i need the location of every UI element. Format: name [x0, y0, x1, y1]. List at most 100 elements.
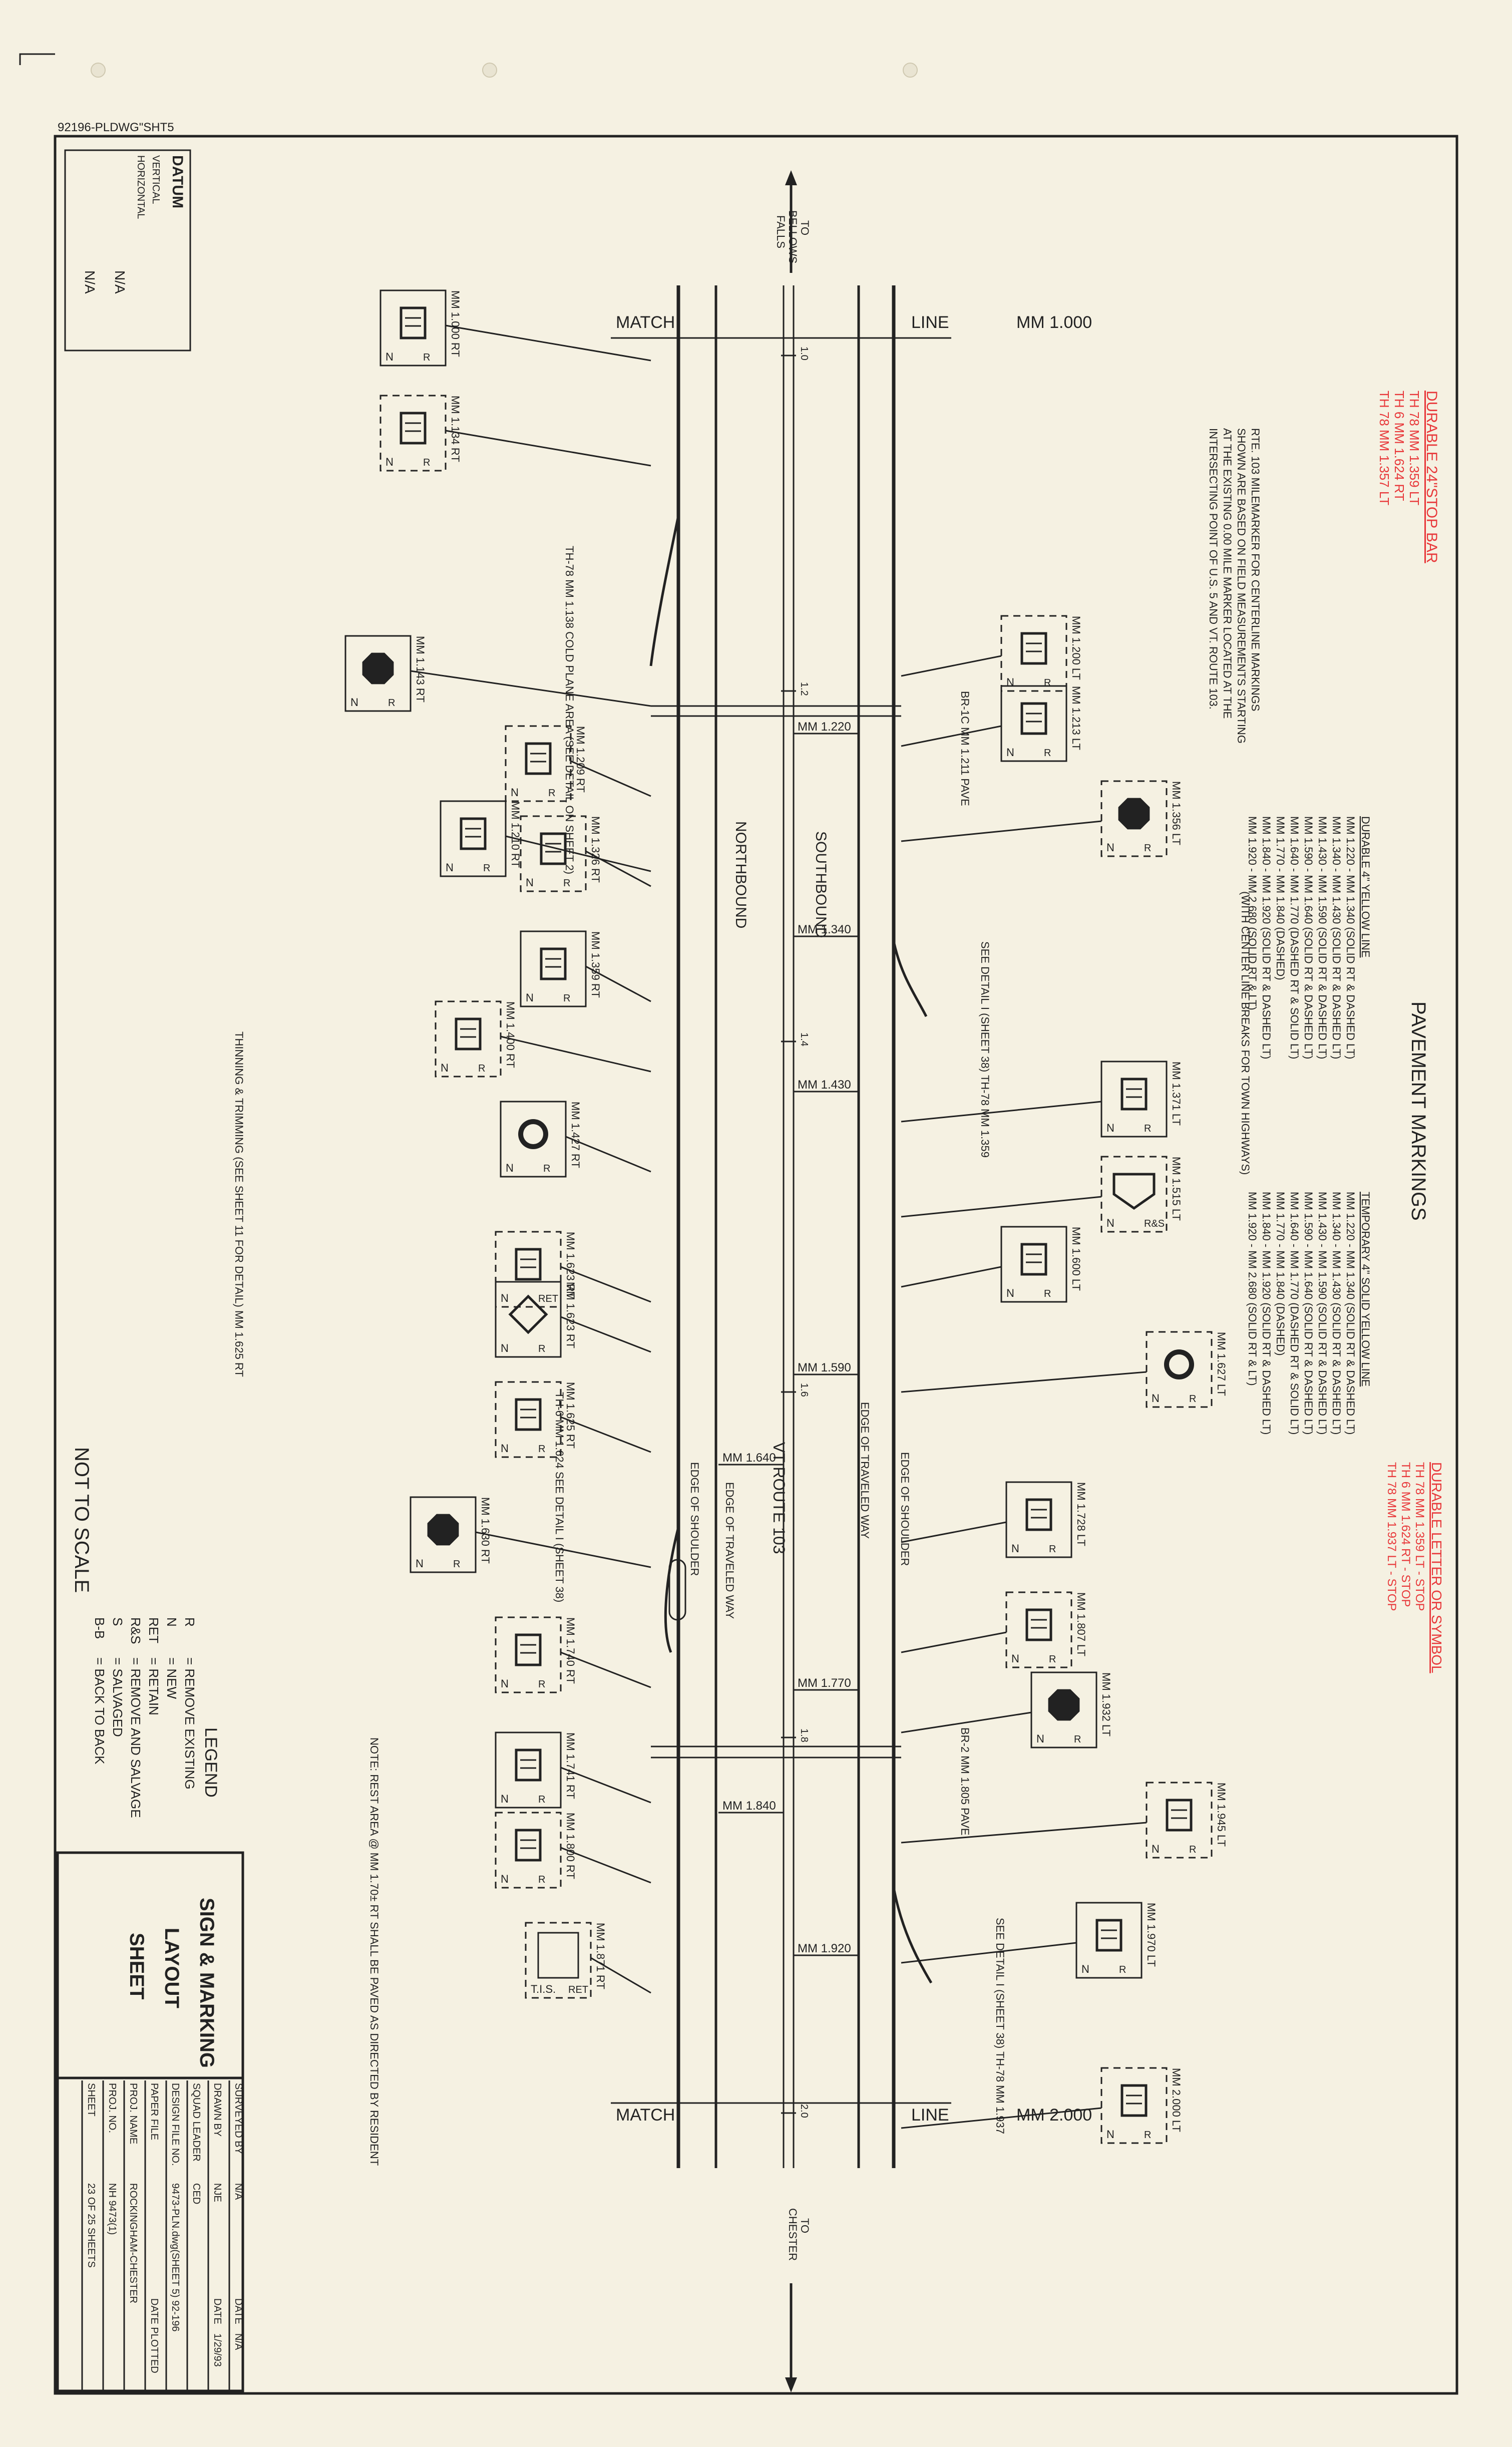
sign-panel-icon: [1025, 1608, 1052, 1641]
sign-code: N: [1106, 841, 1114, 854]
pm-temporary-header: TEMPORARY 4" SOLID YELLOW LINE: [1359, 1192, 1372, 1386]
station-label: 1.8: [799, 1728, 810, 1742]
title-block-key: DATE: [233, 2298, 244, 2324]
sign-panel-icon: [515, 1398, 542, 1431]
sign-mm-label: MM 1.871 RT: [594, 1923, 607, 1989]
sign-panel-icon: [525, 742, 552, 775]
sign-status: R: [563, 878, 570, 889]
warning-sign-icon: [508, 1294, 548, 1334]
callout-th6: TH-6 MM 1.624 SEE DETAIL I (SHEET 38): [553, 1392, 566, 1602]
sign-leader: [560, 1651, 651, 1688]
note-line: AT THE EXISTING 0.00 MILE MARKER LOCATED…: [1221, 428, 1234, 719]
sign-code: N: [1106, 2128, 1114, 2141]
sign-frame: [1100, 1061, 1168, 1138]
note-line: SHOWN ARE BASED ON FIELD MEASUREMENTS ST…: [1235, 428, 1248, 744]
sign-frame: [495, 1381, 562, 1458]
sign-panel-icon: [515, 1633, 542, 1666]
sign-panel-icon: [1095, 1919, 1122, 1952]
pavement-markings: PAVEMENT MARKINGS: [1407, 1001, 1429, 1221]
title-block-key: SHEET: [86, 2083, 97, 2117]
sign-leader: [901, 1631, 1007, 1653]
pm-durable-line: MM 1.920 - MM 2.680 (SOLID RT & LT): [1246, 816, 1259, 1010]
sign-mm-label: MM 1.625 RT: [564, 1382, 577, 1449]
sign-frame: [380, 395, 447, 472]
mm-marker-label: MM 1.220: [798, 720, 851, 734]
title-block-value: N/A: [233, 2333, 244, 2350]
sign-frame: [344, 635, 412, 712]
sign-leader: [901, 1521, 1007, 1543]
pm-durable-line: MM 1.340 - MM 1.430 (SOLID RT & DASHED L…: [1330, 816, 1343, 1059]
sign-status: R: [388, 697, 395, 709]
sign-status: R: [1189, 1844, 1196, 1855]
pm-durable-line: MM 1.590 - MM 1.640 (SOLID RT & DASHED L…: [1302, 816, 1315, 1059]
legend-symbol: S: [110, 1617, 125, 1626]
sign-leader: [901, 1822, 1147, 1844]
sign-code: N: [350, 696, 358, 709]
sign-status: R: [1049, 1654, 1056, 1665]
sign-status: R: [543, 1163, 550, 1174]
red-note-line: TH 78 MM 1.357 LT: [1377, 391, 1392, 505]
title-block-frame: [56, 1851, 244, 2392]
pm-temporary-line: MM 1.430 - MM 1.590 (SOLID RT & DASHED L…: [1316, 1192, 1329, 1435]
northbound-label: NORTHBOUND: [732, 821, 749, 928]
sign-mm-label: MM 1.134 RT: [449, 396, 462, 462]
sign-code: N: [441, 1062, 449, 1074]
sign-panel-icon: [540, 947, 567, 980]
mm-marker-label: MM 1.840: [722, 1799, 776, 1813]
match-line-bottom: MATCH LINE MM 2.000: [611, 2102, 1092, 2125]
sign-frame: [520, 815, 587, 892]
pm-temporary-line: MM 1.770 - MM 1.840 (DASHED): [1274, 1192, 1287, 1356]
pm-durable-line: MM 1.770 - MM 1.840 (DASHED): [1274, 816, 1287, 980]
sign-status: R: [538, 1679, 545, 1690]
drawing-id: 92196-PLDWG"SHT5: [58, 121, 174, 134]
sign-status: R: [538, 1343, 545, 1354]
legend-title: LEGEND: [201, 1727, 220, 1798]
sign-mm-label: MM 1.515 LT: [1170, 1157, 1183, 1221]
stop-sign-icon: [427, 1514, 459, 1546]
stop-sign-icon: [362, 652, 394, 684]
sign-code: N: [1152, 1392, 1160, 1405]
not-to-scale: NOT TO SCALE: [71, 1447, 93, 1593]
callout-br1c: BR-1C MM 1.211 PAVE: [959, 691, 971, 806]
datum-vertical-value: N/A: [112, 270, 128, 294]
sign-mm-label: MM 1.209 RT: [574, 726, 587, 793]
red-note-line: TH 78 MM 1.359 LT - STOP: [1413, 1462, 1426, 1611]
pm-temporary-line: MM 1.920 - MM 2.680 (SOLID RT & LT): [1246, 1192, 1259, 1386]
pm-temporary-line: MM 1.590 - MM 1.640 (SOLID RT & DASHED L…: [1302, 1192, 1315, 1435]
sign-frame: [1005, 1481, 1072, 1558]
title-block-key: SQUAD LEADER: [191, 2083, 202, 2162]
route-shield-inner: [523, 1124, 543, 1144]
milemarker-note: RTE. 103 MILEMARKER FOR CENTERLINE MARKI…: [1207, 428, 1262, 744]
title-block-key: SURVEYED BY: [233, 2083, 244, 2154]
callout-th78-1937: SEE DETAIL I (SHEET 38) TH-78 MM 1.937: [994, 1918, 1006, 2134]
red-note-line: TH 6 MM 1.624 RT: [1392, 391, 1407, 501]
sign-status: R: [1049, 1544, 1056, 1555]
sign-code: N: [1036, 1732, 1044, 1745]
sign-code: N: [386, 351, 394, 363]
punch-hole: [482, 63, 497, 78]
match-line-top: MATCH LINE MM 1.000: [611, 313, 1092, 339]
sign-frame: [525, 1922, 592, 1999]
mm-marker-label: MM 1.430: [798, 1078, 851, 1092]
sign-status: R: [538, 1794, 545, 1805]
edge-shoulder-left: EDGE OF SHOULDER: [688, 1462, 701, 1576]
sign-status: R: [1074, 1734, 1081, 1745]
title-line-2: LAYOUT: [161, 1928, 183, 2008]
title-block-key: DATE: [212, 2298, 223, 2324]
station-label: 1.6: [799, 1383, 810, 1397]
sign-status: R&S: [1144, 1218, 1165, 1229]
red-note-durable-letter: DURABLE LETTER OR SYMBOL TH 78 MM 1.359 …: [1385, 1462, 1444, 1673]
edge-shoulder-right: EDGE OF SHOULDER: [899, 1452, 911, 1566]
sign-code: N: [386, 456, 394, 468]
sign-mm-label: MM 1.400 RT: [504, 1001, 517, 1068]
sign-mm-label: MM 1.970 LT: [1145, 1903, 1158, 1967]
